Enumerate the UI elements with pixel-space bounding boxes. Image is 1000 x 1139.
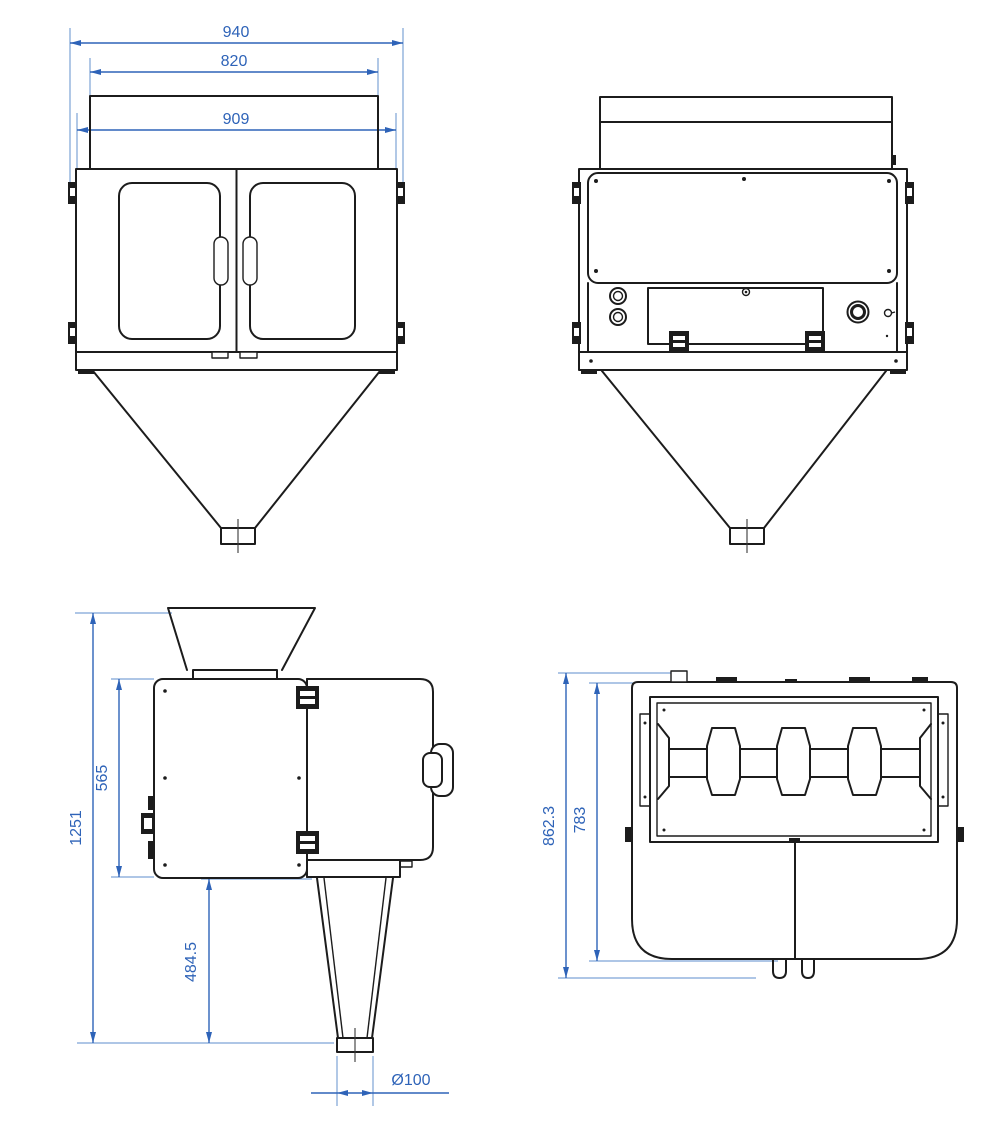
top-right-latch: [956, 827, 964, 842]
top-hex-segment-1: [706, 727, 741, 796]
front-funnel: [92, 370, 381, 553]
top-body-outline: [631, 681, 958, 960]
dim-hopper-width: 820: [89, 53, 379, 96]
dim-label-940: 940: [223, 24, 250, 41]
top-connector-bars: [668, 748, 921, 778]
front-door-left-handle: [213, 236, 229, 286]
rear-panel-screw: [741, 287, 751, 297]
side-shelf-tab: [399, 860, 413, 868]
dim-body-depth: 783: [572, 682, 778, 962]
top-left-latch: [625, 827, 633, 842]
dim-overall-width: 940: [69, 24, 404, 185]
rear-upper-panel: [587, 172, 898, 284]
rear-foot-left: [581, 369, 597, 374]
front-view: 940 820 909: [68, 24, 405, 553]
dim-label-862-3: 862.3: [541, 806, 558, 846]
side-hinge-clamps: [296, 686, 319, 854]
rear-panel-screws: [594, 177, 891, 273]
rear-frame: [578, 168, 908, 371]
dim-body-height: 565: [94, 678, 154, 878]
front-base-tab-right: [239, 351, 258, 359]
dim-label-783: 783: [572, 807, 589, 834]
top-feet: [772, 958, 815, 979]
top-view: 862.3 783: [541, 670, 964, 979]
top-pan-frame-inner: [656, 702, 932, 837]
dim-label-565: 565: [94, 765, 111, 792]
front-base-strip: [75, 351, 398, 371]
rear-panel-clamps: [669, 331, 825, 352]
rear-access-panel: [647, 287, 824, 345]
top-hex-segment-3: [847, 727, 882, 796]
side-left-latches: [141, 796, 155, 859]
side-handle: [422, 743, 454, 797]
dim-overall-height: 1251: [68, 612, 334, 1044]
top-side-plates: [639, 713, 949, 807]
front-door-right-handle: [242, 236, 258, 286]
side-view: 1251 565 484.5 Ø100: [68, 607, 454, 1106]
dim-overall-depth: 862.3: [541, 672, 756, 979]
top-frame-bottom-tab: [789, 838, 800, 843]
front-base-tab-left: [211, 351, 229, 359]
dim-outlet-diameter: Ø100: [311, 1056, 449, 1106]
rear-view: [572, 96, 914, 553]
front-foot-right: [379, 369, 395, 374]
dim-label-o100: Ø100: [391, 1072, 430, 1089]
top-hex-segment-2: [776, 727, 811, 796]
dim-label-484-5: 484.5: [183, 942, 200, 982]
dim-label-1251: 1251: [68, 810, 85, 846]
dim-label-820: 820: [221, 53, 248, 70]
rear-cable-glands: [609, 287, 627, 326]
top-edge-tabs: [670, 670, 928, 683]
front-hinges: [68, 182, 405, 344]
rear-knob: [883, 308, 896, 338]
top-left-wedge: [657, 723, 670, 800]
front-foot-left: [78, 369, 94, 374]
top-right-wedge: [919, 723, 932, 800]
rear-hinges: [572, 182, 914, 344]
top-trough-mechanism: [657, 723, 932, 800]
dim-label-909: 909: [223, 111, 250, 128]
rear-hopper-latch: [891, 155, 896, 165]
top-frame-screws: [662, 708, 926, 832]
rear-funnel: [601, 370, 887, 553]
side-discharge-cone: [316, 877, 394, 1062]
rear-power-connector: [846, 300, 870, 324]
rear-foot-right: [890, 369, 906, 374]
dim-body-width: 909: [76, 111, 397, 168]
side-discharge-shelf: [306, 859, 401, 878]
